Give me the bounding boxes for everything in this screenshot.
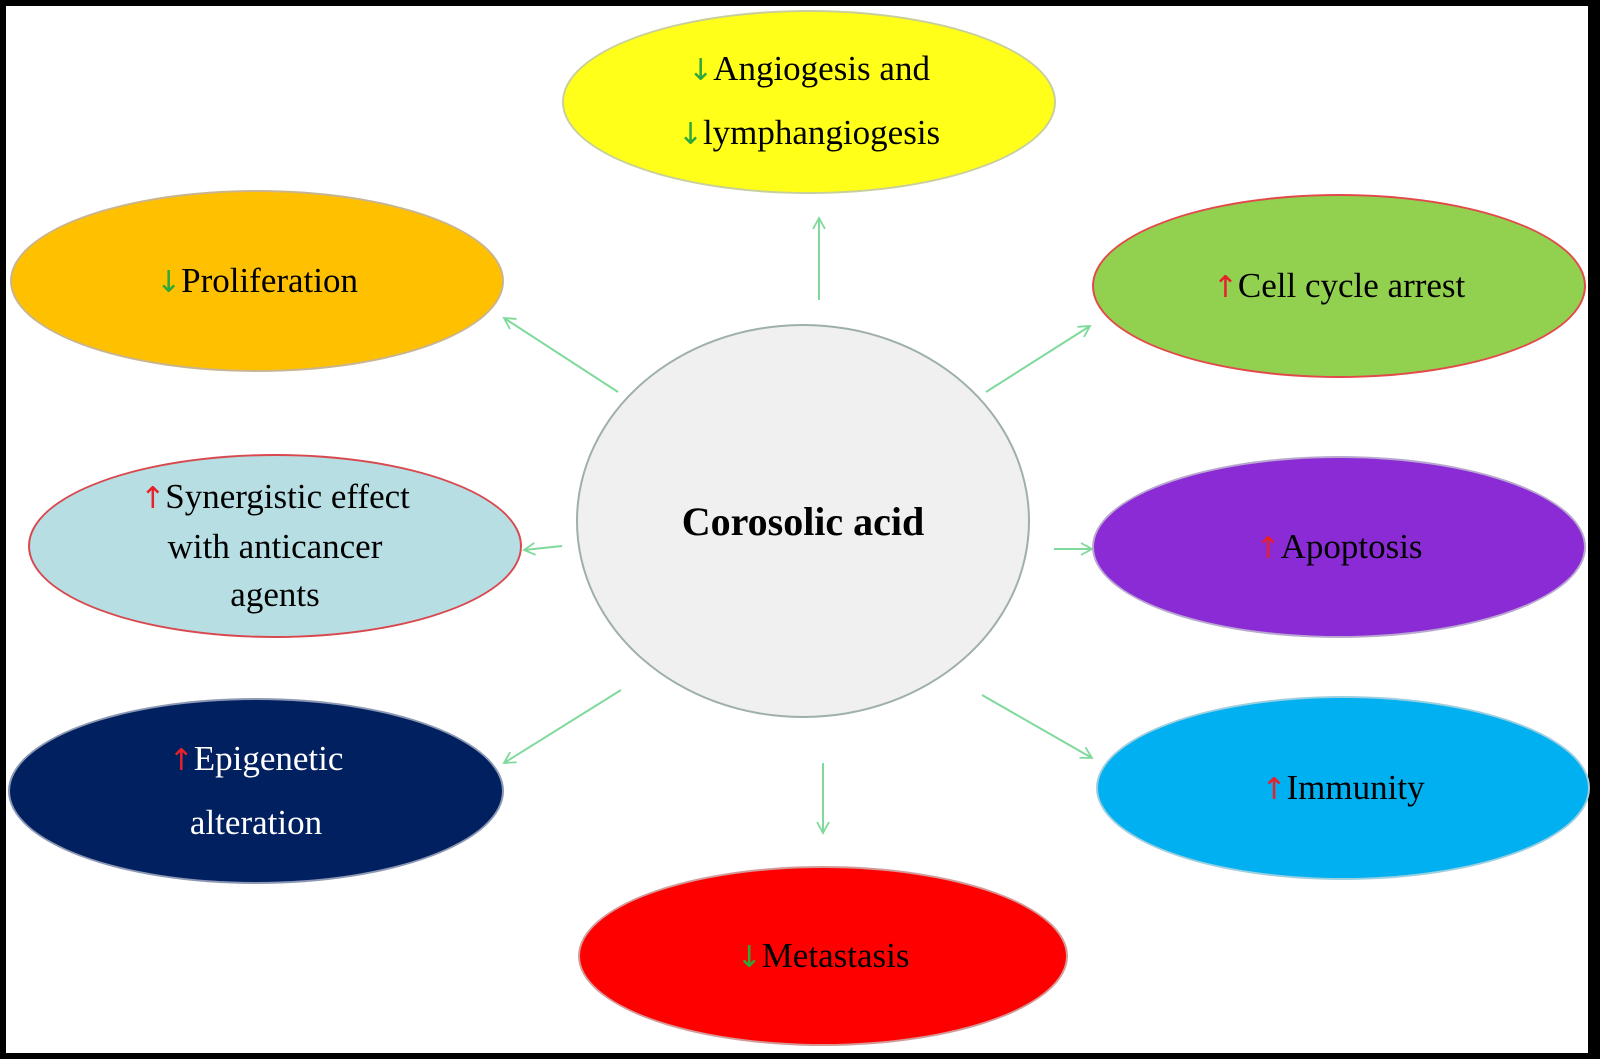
up-arrow-icon: ↑ — [1212, 270, 1238, 305]
cell-cycle-text: Cell cycle arrest — [1237, 266, 1466, 305]
proliferation-line-1: ↓Proliferation — [156, 261, 358, 301]
metastasis-line-1: ↓Metastasis — [737, 936, 910, 976]
down-arrow-icon: ↓ — [736, 940, 762, 975]
synergistic-line-2: with anticancer — [167, 527, 383, 566]
apoptosis-line-1: ↑Apoptosis — [1255, 527, 1422, 567]
node-cell-cycle-arrest: ↑Cell cycle arrest — [1092, 194, 1586, 378]
node-epigenetic-alteration: ↑Epigenetic alteration — [8, 698, 504, 884]
angiogenesis-line-1: ↓Angiogesis and — [688, 38, 930, 102]
synergistic-text-1: Synergistic effect — [165, 477, 410, 516]
node-proliferation: ↓Proliferation — [10, 190, 504, 372]
angiogenesis-text-1: Angiogesis and — [713, 49, 930, 88]
epigenetic-text-1: Epigenetic — [193, 739, 344, 778]
node-immunity: ↑Immunity — [1096, 696, 1590, 880]
up-arrow-icon: ↑ — [140, 481, 166, 516]
immunity-text: Immunity — [1286, 768, 1425, 807]
node-metastasis: ↓Metastasis — [578, 866, 1068, 1046]
epigenetic-line-1: ↑Epigenetic — [169, 728, 344, 792]
synergistic-line-1: ↑Synergistic effect — [140, 473, 410, 523]
angiogenesis-text-2: lymphangiogesis — [702, 113, 941, 152]
angiogenesis-line-2: ↓lymphangiogesis — [678, 102, 940, 166]
arrow-to-immunity — [981, 694, 1094, 759]
down-arrow-icon: ↓ — [688, 53, 714, 88]
arrow-to-cell-cycle — [985, 324, 1092, 393]
apoptosis-text: Apoptosis — [1280, 527, 1423, 566]
node-angiogenesis: ↓Angiogesis and ↓lymphangiogesis — [562, 10, 1056, 194]
arrow-to-epigenetic — [502, 689, 622, 764]
node-apoptosis: ↑Apoptosis — [1092, 456, 1586, 638]
down-arrow-icon: ↓ — [155, 265, 182, 300]
up-arrow-icon: ↑ — [1255, 531, 1281, 566]
node-synergistic-effect: ↑Synergistic effect with anticancer agen… — [28, 454, 522, 638]
metastasis-text: Metastasis — [761, 936, 910, 975]
epigenetic-line-2: alteration — [189, 803, 323, 842]
arrow-to-synergistic — [522, 542, 563, 556]
immunity-line-1: ↑Immunity — [1261, 768, 1424, 808]
up-arrow-icon: ↑ — [1261, 772, 1287, 807]
cell-cycle-line-1: ↑Cell cycle arrest — [1213, 266, 1466, 306]
synergistic-line-3: agents — [230, 575, 320, 614]
arrow-to-proliferation — [502, 316, 619, 393]
center-label: Corosolic acid — [681, 498, 925, 544]
proliferation-text: Proliferation — [181, 261, 359, 300]
down-arrow-icon: ↓ — [677, 117, 703, 152]
center-node: Corosolic acid — [576, 324, 1030, 718]
up-arrow-icon: ↑ — [168, 743, 194, 778]
